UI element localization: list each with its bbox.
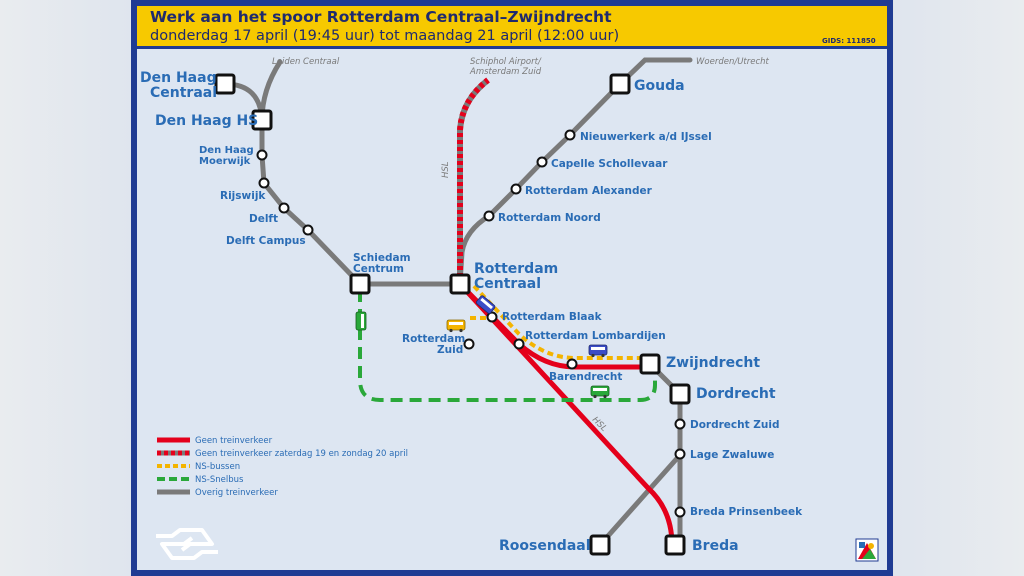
label-rotterdam-centraal-1: Rotterdam: [474, 261, 558, 277]
closed-rotterdam-zwijndrecht: [457, 281, 653, 370]
label-zwijndrecht: Zwijndrecht: [666, 355, 760, 371]
label-rotterdam-lombardijen: Rotterdam Lombardijen: [525, 330, 666, 342]
bus-icon: [475, 295, 496, 314]
snelbus-icon: [355, 311, 367, 331]
track-rotterdam-gouda: [457, 81, 623, 287]
legend: Geen treinverkeer Geen treinverkeer zate…: [157, 436, 408, 498]
closed-hsl: [457, 281, 675, 548]
bus-route-rotterdam-zwijndrecht: [472, 284, 650, 360]
snelbus-icon: [590, 385, 610, 399]
station-marker-breda: [664, 534, 686, 556]
label-schiedam-2: Centrum: [353, 263, 404, 275]
weekend-closure-schiphol: [457, 77, 490, 284]
map-subtitle: donderdag 17 april (19:45 uur) tot maand…: [150, 28, 620, 44]
station-marker-gouda: [609, 73, 631, 95]
station-marker-lage-zwaluwe: [674, 448, 686, 460]
bus-icon: [446, 319, 466, 333]
label-den-haag-hs: Den Haag HS: [155, 113, 258, 129]
station-marker-den-haag-centraal: [214, 73, 236, 95]
track-dhhs-schiedam: [259, 117, 363, 287]
station-marker-dordrecht: [669, 383, 691, 405]
label-rotterdam-zuid-2: Zuid: [437, 344, 463, 356]
label-rijswijk: Rijswijk: [220, 190, 266, 202]
label-gouda: Gouda: [634, 78, 685, 94]
accessibility-icon: [855, 538, 879, 562]
label-lage-zwaluwe: Lage Zwaluwe: [690, 449, 774, 461]
label-dordrecht: Dordrecht: [696, 386, 776, 402]
legend-label-other: Overig treinverkeer: [195, 488, 278, 498]
label-moerwijk-2: Moerwijk: [199, 156, 251, 167]
background-left: [0, 0, 131, 576]
label-delft-campus: Delft Campus: [226, 235, 306, 247]
station-marker-delft-campus: [302, 224, 314, 236]
legend-label-snelbus: NS-Snelbus: [195, 475, 244, 485]
track-roosendaal: [597, 452, 683, 548]
direction-woerden: Woerden/Utrecht: [696, 57, 770, 67]
background-right: [894, 0, 1024, 576]
hsl-label-north: HSL: [441, 161, 451, 178]
label-schiedam-1: Schiedam: [353, 252, 411, 264]
label-breda: Breda: [692, 538, 739, 554]
station-marker-roosendaal: [589, 534, 611, 556]
label-moerwijk-1: Den Haag: [199, 145, 254, 156]
label-rotterdam-blaak: Rotterdam Blaak: [502, 311, 603, 323]
label-rotterdam-noord: Rotterdam Noord: [498, 212, 601, 224]
station-marker-rotterdam-noord: [483, 210, 495, 222]
direction-leiden: Leiden Centraal: [272, 57, 340, 67]
legend-label-closed: Geen treinverkeer: [195, 436, 273, 446]
label-rotterdam-centraal-2: Centraal: [474, 276, 541, 292]
gids-code: GIDS: 111850: [822, 37, 876, 45]
station-marker-barendrecht: [566, 358, 578, 370]
bus-icon: [588, 344, 608, 358]
label-barendrecht: Barendrecht: [549, 371, 622, 383]
map-title: Werk aan het spoor Rotterdam Centraal–Zw…: [150, 8, 612, 26]
station-marker-rotterdam-centraal: [449, 273, 471, 295]
legend-label-bus: NS-bussen: [195, 462, 240, 472]
label-rotterdam-alexander: Rotterdam Alexander: [525, 185, 653, 197]
ns-logo: [156, 528, 218, 560]
closed-tracks: [457, 281, 675, 548]
bus-routes: [470, 284, 650, 360]
station-marker-rotterdam-alexander: [510, 183, 522, 195]
label-roosendaal: Roosendaal: [499, 538, 591, 554]
station-marker-den-haag-hs: [251, 109, 273, 131]
label-breda-prinsenbeek: Breda Prinsenbeek: [690, 506, 803, 518]
label-delft: Delft: [249, 213, 278, 225]
direction-schiphol-2: Amsterdam Zuid: [469, 67, 542, 77]
station-marker-breda-prinsenbeek: [674, 506, 686, 518]
station-marker-dordrecht-zuid: [674, 418, 686, 430]
station-marker-delft: [278, 202, 290, 214]
station-marker-rotterdam-zuid: [463, 338, 475, 350]
station-marker-schiedam: [349, 273, 371, 295]
station-marker-rijswijk: [258, 177, 270, 189]
label-rotterdam-zuid-1: Rotterdam: [402, 333, 465, 345]
station-marker-nieuwerkerk: [564, 129, 576, 141]
direction-schiphol-1: Schiphol Airport/: [470, 57, 542, 67]
label-capelle: Capelle Schollevaar: [551, 158, 668, 170]
label-den-haag-centraal-2: Centraal: [150, 85, 217, 101]
snelbus-route: [358, 290, 657, 402]
label-den-haag-centraal-1: Den Haag: [140, 70, 217, 86]
header-banner: [137, 6, 887, 46]
label-dordrecht-zuid: Dordrecht Zuid: [690, 419, 780, 431]
station-marker-capelle: [536, 156, 548, 168]
label-nieuwerkerk: Nieuwerkerk a/d IJssel: [580, 131, 712, 143]
station-marker-zwijndrecht: [639, 353, 661, 375]
station-marker-blaak: [486, 311, 498, 323]
station-marker-moerwijk: [256, 149, 268, 161]
legend-label-weekend: Geen treinverkeer zaterdag 19 en zondag …: [195, 449, 408, 459]
station-marker-lombardijen: [513, 338, 525, 350]
